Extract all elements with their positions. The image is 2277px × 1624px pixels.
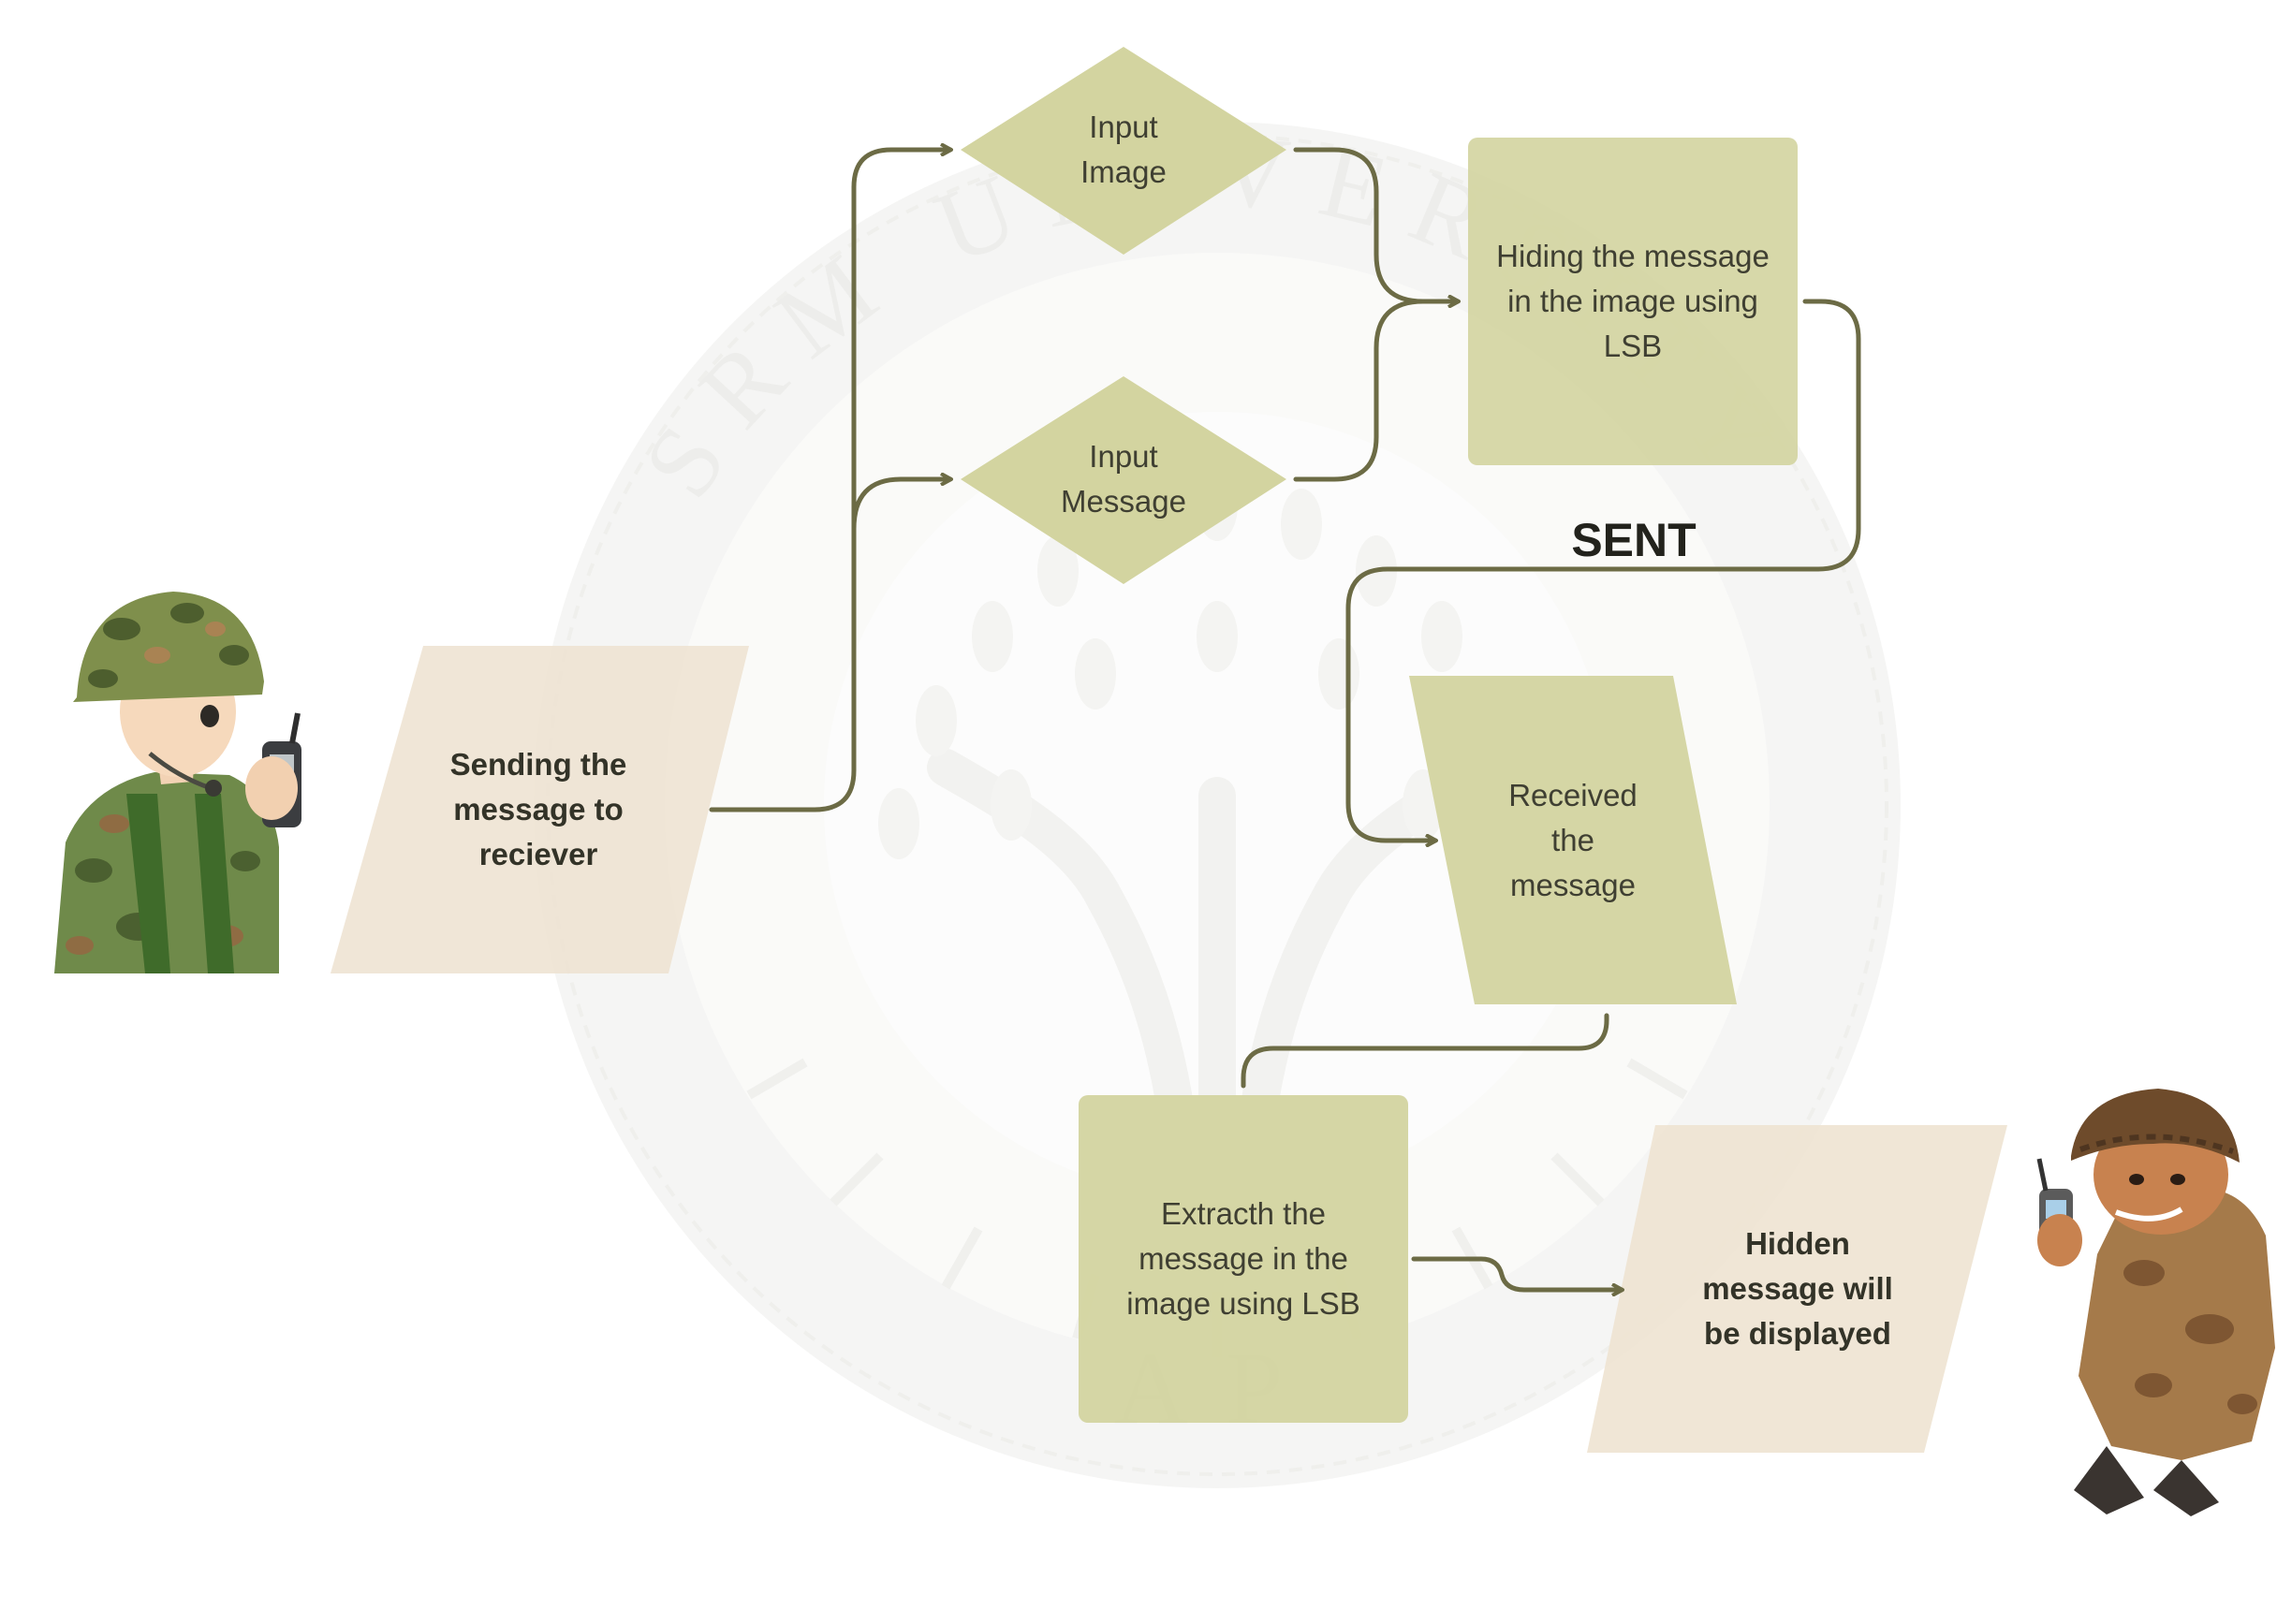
input-image-diamond: [961, 47, 1286, 255]
hiding-process-box: [1468, 138, 1798, 465]
connector-received-to-extract: [1241, 1013, 1609, 1089]
input-message-label: Input Message: [1061, 439, 1186, 519]
connector-hiding-to-received: [1345, 299, 1861, 841]
displayed-parallelogram: [1587, 1125, 2007, 1453]
received-label: Received the message: [1508, 778, 1638, 902]
hiding-label: Hiding the message in the image using LS…: [1496, 239, 1770, 363]
connector-to-input-image: [851, 150, 950, 190]
connector-image-to-hiding: [1293, 147, 1458, 301]
received-parallelogram: [1409, 676, 1737, 1004]
input-message-diamond: [961, 376, 1286, 584]
connector-to-input-message: [851, 479, 950, 532]
extract-label: Extracth the message in the image using …: [1126, 1196, 1360, 1321]
connector-extract-to-displayed: [1411, 1256, 1622, 1290]
sender-parallelogram: [331, 646, 749, 973]
sender-soldier-icon: [54, 592, 301, 973]
displayed-label: Hidden message will be displayed: [1702, 1226, 1893, 1351]
connector-sender-split: [709, 184, 857, 812]
sender-label: Sending the message to reciever: [449, 747, 627, 871]
connector-message-to-hiding: [1293, 299, 1426, 482]
input-image-label: Input Image: [1080, 110, 1167, 189]
extract-process-box: [1079, 1095, 1408, 1423]
receiver-soldier-icon: [2036, 1089, 2275, 1516]
sent-edge-label: SENT: [1571, 514, 1697, 566]
